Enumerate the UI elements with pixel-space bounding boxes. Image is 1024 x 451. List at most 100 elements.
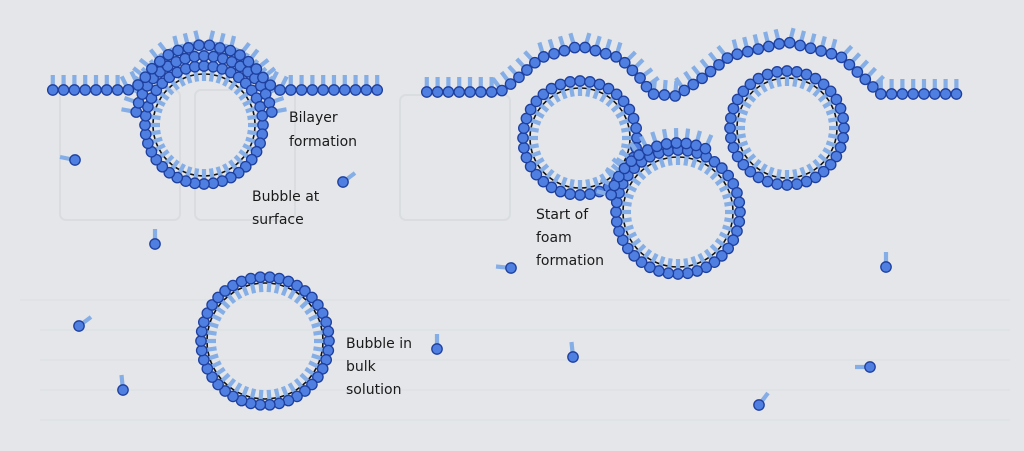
surfactant-molecule bbox=[835, 44, 854, 64]
surfactant-molecule bbox=[219, 285, 237, 304]
surfactant-molecule bbox=[214, 32, 226, 54]
surfactant-molecule bbox=[238, 84, 258, 101]
surfactant-molecule bbox=[234, 41, 251, 61]
label-bulk-line-2: bulk bbox=[346, 359, 377, 375]
surfactant-molecule bbox=[825, 140, 847, 154]
surfactant-molecule bbox=[235, 275, 250, 297]
label-foam-line-3: formation bbox=[536, 253, 604, 269]
surfactant-molecule bbox=[825, 102, 847, 116]
free-surfactant-molecule bbox=[73, 315, 93, 332]
free-surfactant-molecule bbox=[59, 154, 81, 166]
free-surfactant-molecule bbox=[880, 252, 892, 273]
surfactant-molecule bbox=[263, 389, 276, 411]
surfactant-molecule bbox=[171, 66, 186, 87]
surfactant-molecule bbox=[245, 136, 266, 150]
liquid-surface-left bbox=[46, 30, 384, 96]
surfactant-molecule bbox=[791, 168, 803, 190]
surfactant-molecule bbox=[235, 385, 250, 407]
surfactant-molecule bbox=[885, 79, 898, 100]
surfactant-molecule bbox=[722, 224, 743, 238]
surfactant-molecule bbox=[781, 170, 793, 191]
surfactant-molecule bbox=[669, 80, 682, 102]
surfactant-molecule bbox=[558, 35, 571, 57]
surfactant-molecule bbox=[227, 382, 243, 403]
surfactant-molecule bbox=[752, 72, 768, 93]
surfactant-molecule bbox=[843, 52, 862, 71]
free-surfactant-molecule bbox=[855, 361, 876, 373]
surfactant-molecule bbox=[518, 122, 540, 134]
surfactant-molecule bbox=[741, 36, 754, 58]
surfactant-molecule bbox=[207, 60, 220, 82]
surfactant-molecule bbox=[212, 291, 231, 310]
surfactant-molecule bbox=[662, 258, 675, 280]
surfactant-molecule bbox=[714, 237, 735, 255]
surfactant-molecule bbox=[817, 153, 837, 171]
label-foam-line-1: Start of bbox=[536, 207, 589, 223]
surfactant-molecule bbox=[420, 77, 433, 98]
surfactant-molecule bbox=[658, 79, 671, 101]
surfactant-molecule bbox=[442, 77, 455, 98]
surfactant-molecule bbox=[781, 65, 793, 86]
surfactant-molecule bbox=[851, 59, 870, 78]
surfactant-molecule bbox=[610, 41, 623, 63]
surfactant-molecule bbox=[771, 168, 783, 190]
surfactant-molecule bbox=[148, 48, 166, 68]
surfactant-molecule bbox=[731, 93, 752, 109]
surfactant-molecule bbox=[896, 79, 909, 100]
surfactant-molecule bbox=[547, 38, 560, 60]
surfactant-molecule bbox=[248, 119, 269, 131]
surfactant-molecule bbox=[644, 252, 659, 274]
surfactant-molecule bbox=[453, 77, 466, 98]
surfactant-molecule bbox=[724, 122, 745, 134]
surfactant-molecule bbox=[674, 76, 691, 97]
surfactant-molecule bbox=[744, 158, 762, 178]
surfactant-molecule bbox=[707, 51, 725, 71]
surfactant-molecule bbox=[604, 167, 625, 183]
surfactant-molecule bbox=[725, 112, 747, 124]
surfactant-molecule bbox=[250, 58, 270, 75]
surfactant-molecule bbox=[195, 335, 216, 347]
surfactant-molecule bbox=[621, 237, 642, 255]
surfactant-molecule bbox=[806, 72, 822, 93]
surfactant-molecule bbox=[867, 74, 886, 93]
surfactant-molecule bbox=[714, 169, 735, 187]
surfactant-molecule bbox=[464, 77, 476, 98]
surfactant-molecule bbox=[806, 163, 822, 184]
surfactant-molecule bbox=[317, 75, 330, 96]
surfactant-molecule bbox=[783, 27, 796, 49]
surfactant-molecule bbox=[794, 30, 807, 52]
surfactant-molecule bbox=[619, 148, 638, 168]
surfactant-molecule bbox=[599, 38, 613, 60]
surfactant-molecule bbox=[611, 157, 631, 175]
surfactant-molecule bbox=[254, 389, 267, 411]
surfactant-molecule bbox=[247, 109, 269, 122]
surfactant-molecule bbox=[584, 178, 596, 200]
liquid-surface-right bbox=[420, 27, 963, 102]
surfactant-molecule bbox=[599, 177, 621, 192]
surfactant-molecule bbox=[263, 96, 285, 109]
surfactant-molecule bbox=[825, 38, 838, 60]
surfactant-molecule bbox=[683, 70, 700, 91]
surfactant-molecule bbox=[680, 128, 693, 150]
surfactant-molecule bbox=[537, 168, 555, 188]
surfactant-molecule bbox=[157, 41, 175, 61]
surfactant-molecule bbox=[610, 215, 632, 228]
surfactant-molecule bbox=[90, 75, 102, 96]
surfactant-molecule bbox=[507, 64, 525, 84]
surfactant-molecule bbox=[537, 88, 555, 108]
surfactant-molecule bbox=[771, 66, 783, 88]
surfactant-molecule bbox=[752, 163, 768, 184]
surfactant-molecule bbox=[584, 76, 596, 98]
surfactant-molecule bbox=[817, 85, 837, 103]
surfactant-molecule bbox=[119, 75, 135, 96]
surfactant-molecule bbox=[328, 75, 340, 96]
surfactant-molecule bbox=[718, 231, 740, 246]
surfactant-molecule bbox=[295, 75, 308, 96]
free-surfactant-molecule bbox=[753, 391, 770, 411]
label-surface-line-2: surface bbox=[252, 212, 304, 228]
surfactant-molecule bbox=[752, 33, 765, 55]
surfactant-molecule bbox=[640, 75, 660, 93]
surfactant-molecule bbox=[306, 75, 319, 96]
surfactant-molecule bbox=[718, 178, 740, 193]
label-bubble-in-bulk-solution: Bubble in bulk solution bbox=[346, 336, 416, 398]
